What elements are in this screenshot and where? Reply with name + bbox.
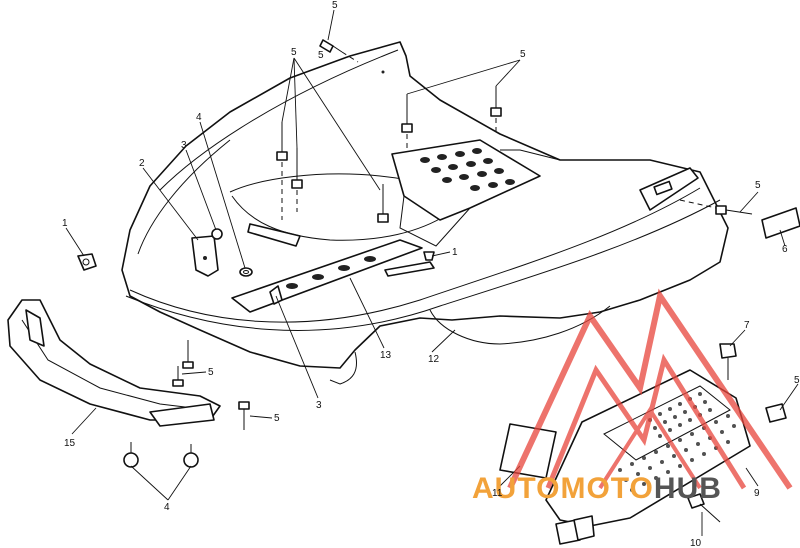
watermark-text-part2: HUB [654, 472, 722, 505]
callout-c16: 3 [316, 400, 322, 411]
callout-c11: 3 [181, 140, 187, 151]
callout-c15: 12 [428, 354, 440, 365]
rivet-3 [211, 228, 223, 240]
callout-c23: 10 [690, 538, 702, 548]
decal-6 [761, 207, 800, 239]
callout-c6: 6 [782, 244, 788, 255]
callout-c12: 4 [196, 112, 202, 123]
callout-c17: 5 [208, 367, 214, 378]
skid-pan-9 [545, 369, 751, 545]
callout-c20: 4 [164, 502, 170, 513]
callout-c18: 5 [274, 413, 280, 424]
watermark-text-part1: AUTOMOTO [472, 472, 654, 505]
callout-c3: 5 [520, 49, 526, 60]
callout-c22: 9 [754, 488, 760, 499]
callout-c10: 2 [139, 158, 145, 169]
callout-c19: 15 [64, 438, 76, 449]
leader-lines [65, 9, 799, 536]
callout-labels: 5 5 5 5 5 6 7 5 1 2 3 4 1 13 12 3 5 5 15… [62, 0, 800, 548]
hood-body [121, 41, 729, 385]
callout-c21: 11 [492, 488, 503, 499]
callout-c9: 1 [62, 218, 68, 229]
watermark-logo [507, 288, 793, 490]
bumper-15 [7, 299, 221, 427]
bolt-10 [687, 493, 721, 523]
callout-c5: 5 [755, 180, 761, 191]
callout-c8: 5 [794, 375, 800, 386]
perforated-bracket [391, 139, 541, 247]
callout-c1a: 5 [332, 0, 338, 11]
callout-c14: 13 [380, 350, 392, 361]
callout-c4: 5 [318, 50, 324, 61]
callout-c2: 5 [291, 47, 297, 58]
washer-4 [239, 267, 253, 277]
callout-c13: 1 [452, 247, 458, 258]
watermark-text: AUTOMOTOHUB [472, 472, 722, 505]
bracket-2 [191, 235, 219, 277]
side-vent [639, 167, 699, 211]
callout-c7: 7 [744, 320, 750, 331]
clip-3-lower [269, 285, 283, 305]
rivets [77, 39, 753, 468]
clip-5-right [765, 403, 787, 423]
bolt-7 [719, 343, 737, 380]
